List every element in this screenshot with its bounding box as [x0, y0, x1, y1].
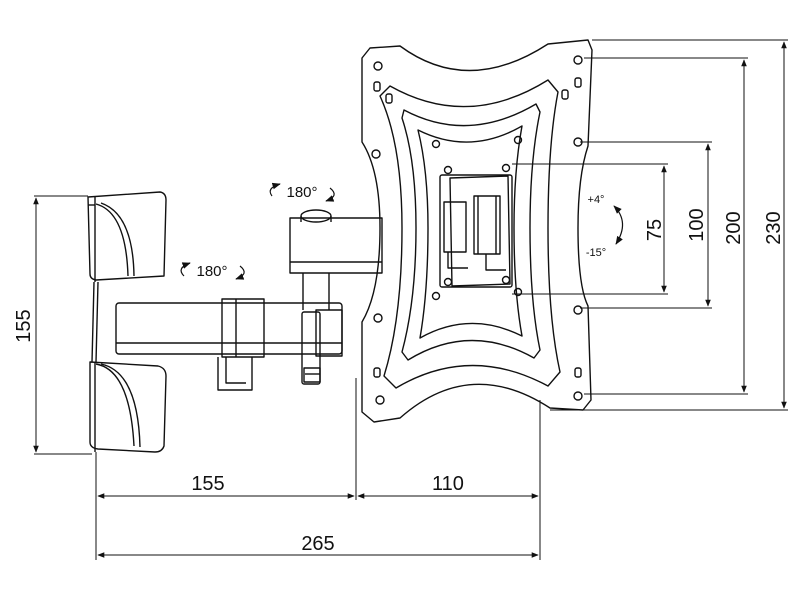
rotation-label-top: 180°: [286, 184, 317, 201]
tilt-up-label: +4°: [588, 194, 605, 206]
dim-label-100: 100: [686, 208, 708, 241]
tv-bracket-plate: [361, 39, 593, 423]
tilt-down-label: -15°: [586, 247, 606, 259]
mount-arms: [115, 209, 383, 391]
dimension-lines: [33, 39, 788, 560]
rotation-arrows: [180, 182, 624, 280]
dim-label-110: 110: [432, 473, 464, 495]
dim-label-265: 265: [301, 533, 334, 555]
mounting-holes: [371, 55, 583, 405]
dim-label-200: 200: [723, 211, 745, 244]
dim-label-75: 75: [644, 219, 666, 241]
dim-label-155-vertical: 155: [13, 309, 35, 342]
wall-plate: [87, 191, 167, 453]
rotation-label-arm: 180°: [196, 263, 227, 280]
dim-label-155-horizontal: 155: [191, 473, 224, 495]
dim-label-230: 230: [763, 211, 785, 244]
